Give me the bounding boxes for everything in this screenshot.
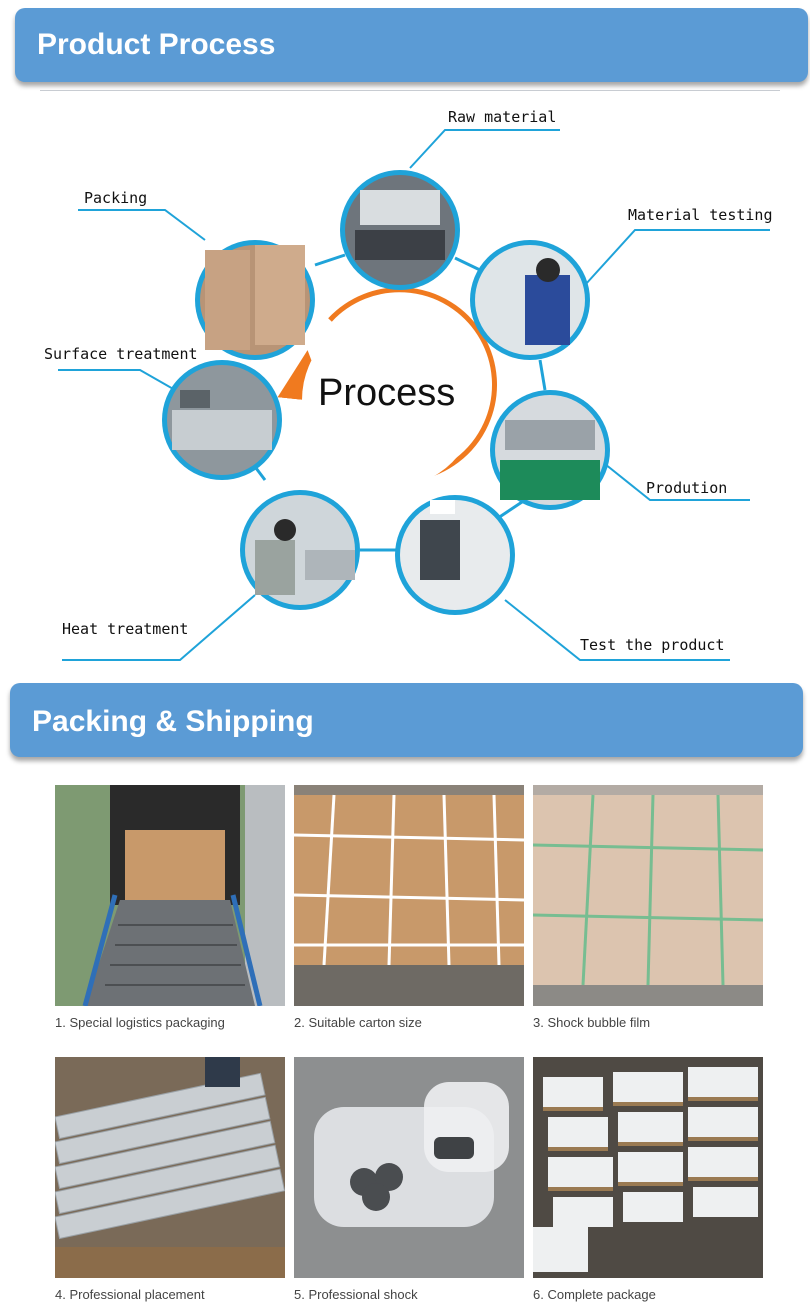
photo-carton-size bbox=[294, 785, 524, 1006]
caption-6: 6. Complete package bbox=[533, 1287, 656, 1302]
label-packing: Packing bbox=[84, 189, 148, 207]
caption-1: 1. Special logistics packaging bbox=[55, 1015, 225, 1030]
label-raw-material: Raw material bbox=[448, 108, 557, 126]
label-surface-treatment: Surface treatment bbox=[44, 345, 198, 363]
caption-2: 2. Suitable carton size bbox=[294, 1015, 422, 1030]
product-process-title: Product Process bbox=[37, 28, 276, 61]
caption-4: 4. Professional placement bbox=[55, 1287, 205, 1302]
photo-complete-package bbox=[533, 1057, 763, 1278]
photo-logistics-packaging bbox=[55, 785, 285, 1006]
label-test-the-product: Test the product bbox=[580, 636, 725, 654]
process-diagram: Process Raw material Material testing Pr… bbox=[0, 90, 810, 670]
packing-shipping-title: Packing & Shipping bbox=[32, 705, 314, 738]
process-graphic bbox=[58, 129, 770, 661]
product-process-banner: Product Process bbox=[15, 8, 808, 82]
photo-professional-placement bbox=[55, 1057, 285, 1278]
caption-3: 3. Shock bubble film bbox=[533, 1015, 651, 1030]
caption-5: 5. Professional shock bbox=[294, 1287, 418, 1302]
packing-shipping-banner: Packing & Shipping bbox=[10, 683, 803, 757]
photo-bubble-film bbox=[533, 785, 763, 1006]
leader-lines bbox=[58, 129, 770, 661]
photo-professional-shock bbox=[294, 1057, 524, 1278]
process-center-label: Process bbox=[318, 372, 456, 414]
photo-circles bbox=[162, 170, 610, 615]
section-divider bbox=[40, 90, 780, 91]
label-prodution: Prodution bbox=[646, 479, 728, 497]
label-heat-treatment: Heat treatment bbox=[62, 620, 189, 638]
label-material-testing: Material testing bbox=[628, 206, 773, 224]
